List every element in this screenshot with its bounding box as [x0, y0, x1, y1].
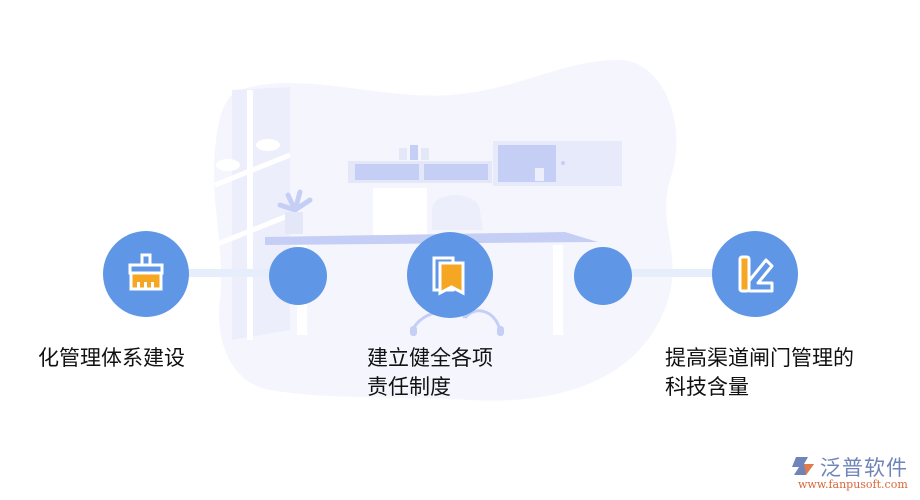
- step-2-node: [407, 232, 493, 318]
- fanpu-logo: 泛普软件 www.fanpusoft.com: [790, 452, 920, 496]
- logo-url: www.fanpusoft.com: [798, 478, 908, 491]
- connector-line: [625, 269, 725, 277]
- step-1-label: 化管理体系建设: [38, 346, 185, 370]
- step-1-node: [103, 231, 189, 317]
- connector-line: [185, 269, 275, 277]
- logo-mark-icon: [792, 457, 814, 475]
- connector-dot: [574, 247, 632, 305]
- logo-name: 泛普软件: [820, 456, 908, 480]
- connector-dot: [269, 247, 327, 305]
- step-3-node: [712, 231, 798, 317]
- bookmark-documents-icon: [432, 256, 465, 296]
- step-3-label: 提高渠道闸门管理的 科技含量: [665, 346, 854, 399]
- ruler-pencil-icon: [738, 255, 774, 293]
- brush-icon: [128, 253, 164, 291]
- step-2-label: 建立健全各项 责任制度: [367, 346, 493, 399]
